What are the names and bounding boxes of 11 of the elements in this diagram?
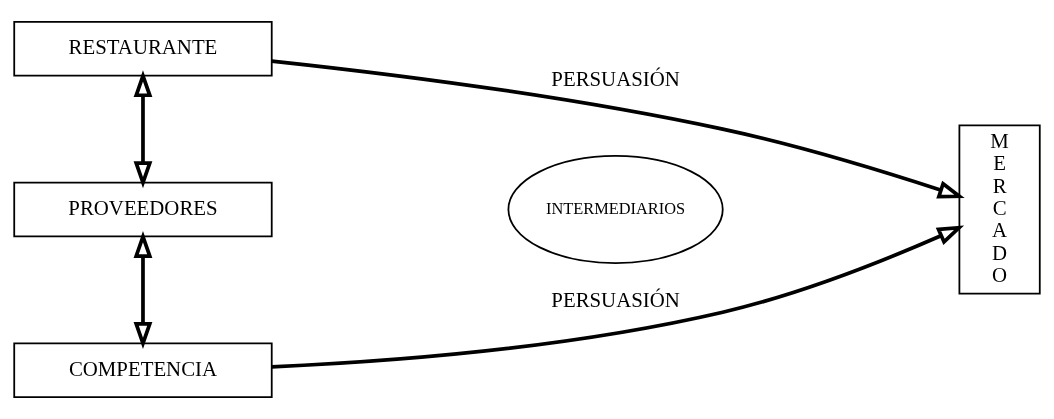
edge-label: PERSUASIÓN [551, 67, 680, 92]
node-box: PROVEEDORES [13, 181, 273, 238]
node-box: RESTAURANTE [13, 21, 273, 77]
arrow [133, 70, 153, 189]
node-box: COMPETENCIA [13, 342, 273, 398]
edge-label: PERSUASIÓN [551, 287, 680, 312]
arrow [133, 231, 153, 349]
node-box: M E R C A D O [958, 124, 1041, 295]
arrow [271, 59, 965, 199]
node-ellipse: INTERMEDIARIOS [507, 155, 724, 264]
arrow [271, 225, 965, 369]
